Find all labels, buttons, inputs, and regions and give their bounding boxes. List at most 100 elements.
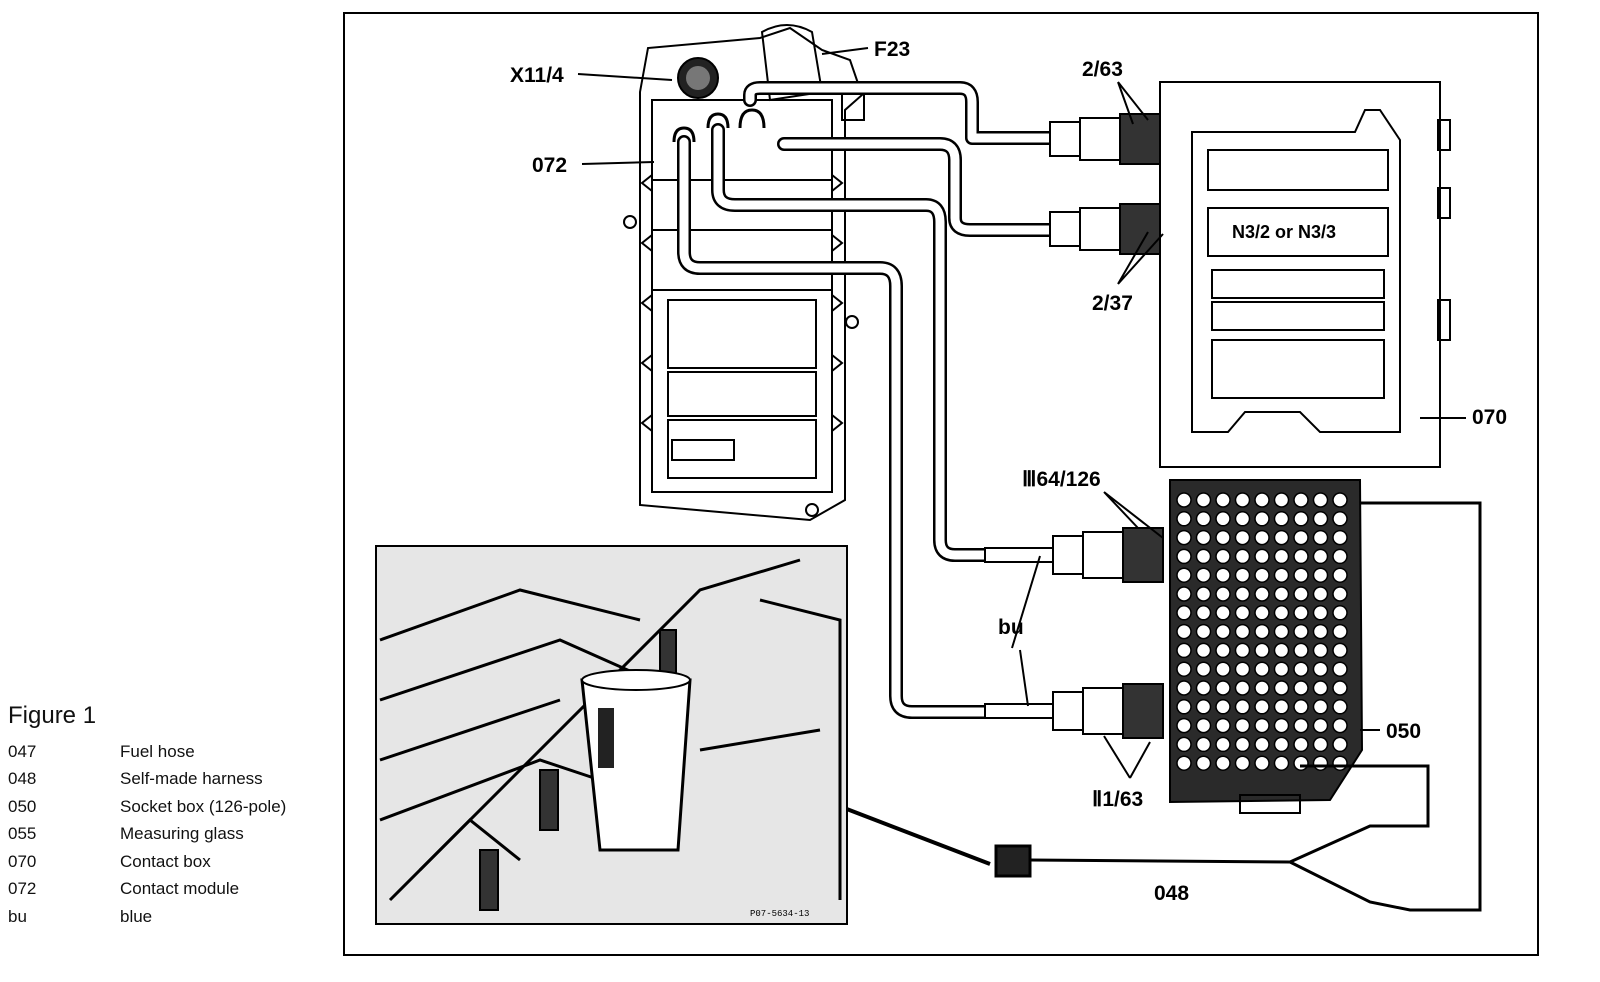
socket-hole (1234, 717, 1251, 734)
socket-hole (1293, 755, 1309, 771)
socket-box (1169, 479, 1364, 814)
socket-hole (1293, 548, 1309, 565)
socket-hole (1273, 699, 1290, 715)
socket-hole (1195, 548, 1212, 565)
socket-hole (1234, 567, 1251, 583)
cable-loops (672, 108, 766, 143)
socket-hole (1176, 699, 1192, 715)
socket-hole (1293, 492, 1309, 508)
socket-hole (1254, 511, 1270, 527)
socket-hole (1312, 567, 1329, 583)
socket-hole (1195, 586, 1212, 602)
engine-photo (375, 545, 848, 925)
socket-hole (1332, 548, 1348, 565)
label-048: 048 (1154, 882, 1189, 905)
legend-row: 070 Contact box (8, 848, 328, 876)
label-2-1-63: Ⅱ1/63 (1092, 788, 1143, 811)
socket-hole (1254, 529, 1270, 546)
socket-hole (1176, 548, 1192, 565)
socket-hole (1195, 755, 1212, 771)
socket-hole (1234, 699, 1251, 715)
label-2-63: 2/63 (1082, 58, 1123, 81)
socket-hole (1332, 605, 1348, 621)
socket-hole (1176, 661, 1192, 677)
socket-hole (1195, 511, 1212, 527)
socket-hole (1332, 623, 1348, 640)
socket-hole (1332, 567, 1348, 583)
socket-hole (1312, 717, 1329, 734)
socket-hole (1273, 605, 1290, 621)
socket-hole (1273, 755, 1290, 771)
socket-hole (1195, 680, 1212, 696)
socket-hole (1254, 755, 1270, 771)
socket-hole (1215, 567, 1231, 583)
label-3-64-126: Ⅲ64/126 (1022, 468, 1101, 491)
socket-hole (1215, 511, 1231, 527)
socket-hole (1293, 680, 1309, 696)
socket-hole (1332, 755, 1348, 771)
socket-hole (1176, 529, 1192, 546)
legend: Figure 1 047 Fuel hose 048 Self-made har… (8, 702, 328, 931)
socket-hole (1176, 492, 1192, 508)
socket-hole (1234, 642, 1251, 659)
socket-hole (1254, 567, 1270, 583)
socket-hole (1195, 717, 1212, 734)
photo-code: P07-5634-13 (750, 909, 809, 919)
socket-hole (1215, 680, 1231, 696)
socket-hole (1195, 661, 1212, 677)
contact-box (1159, 81, 1451, 468)
legend-code: 070 (8, 851, 37, 871)
socket-hole (1176, 586, 1192, 602)
legend-desc: Socket box (126-pole) (120, 796, 287, 816)
socket-hole (1273, 642, 1290, 659)
socket-hole (1234, 511, 1251, 527)
socket-hole (1293, 717, 1309, 734)
figure-title: Figure 1 (8, 702, 97, 729)
socket-hole (1293, 529, 1309, 546)
socket-hole (1195, 699, 1212, 715)
socket-hole (1234, 548, 1251, 565)
socket-hole (1332, 492, 1348, 508)
socket-hole (1273, 492, 1290, 508)
socket-hole (1195, 492, 1212, 508)
socket-hole (1312, 492, 1329, 508)
socket-hole (1176, 642, 1192, 659)
socket-hole (1293, 511, 1309, 527)
socket-hole (1215, 755, 1231, 771)
socket-hole (1312, 661, 1329, 677)
socket-hole (1215, 623, 1231, 640)
harness-048 (994, 501, 1482, 912)
socket-hole (1195, 642, 1212, 659)
socket-hole (1254, 736, 1270, 753)
socket-hole (1234, 755, 1251, 771)
socket-hole (1312, 586, 1329, 602)
socket-hole (1176, 567, 1192, 583)
socket-hole (1273, 529, 1290, 546)
legend-desc: Fuel hose (120, 741, 195, 761)
connector-3-64-126 (984, 527, 1164, 583)
label-bu: bu (998, 616, 1024, 639)
socket-hole (1293, 623, 1309, 640)
socket-hole (1234, 605, 1251, 621)
socket-hole (1312, 699, 1329, 715)
legend-desc: Self-made harness (120, 769, 263, 789)
socket-hole (1234, 736, 1251, 753)
label-072: 072 (532, 154, 567, 177)
socket-hole (1176, 736, 1192, 753)
socket-hole (1332, 661, 1348, 677)
socket-hole (1273, 661, 1290, 677)
socket-hole (1176, 511, 1192, 527)
socket-hole (1332, 717, 1348, 734)
legend-desc: Measuring glass (120, 824, 244, 844)
socket-grid (1176, 492, 1348, 771)
legend-row: bu blue (8, 903, 328, 931)
socket-hole (1332, 736, 1348, 753)
socket-hole (1254, 717, 1270, 734)
legend-desc: Contact box (120, 851, 211, 871)
socket-hole (1332, 511, 1348, 527)
socket-hole (1234, 680, 1251, 696)
socket-hole (1273, 717, 1290, 734)
socket-hole (1254, 548, 1270, 565)
socket-hole (1332, 680, 1348, 696)
socket-hole (1195, 736, 1212, 753)
